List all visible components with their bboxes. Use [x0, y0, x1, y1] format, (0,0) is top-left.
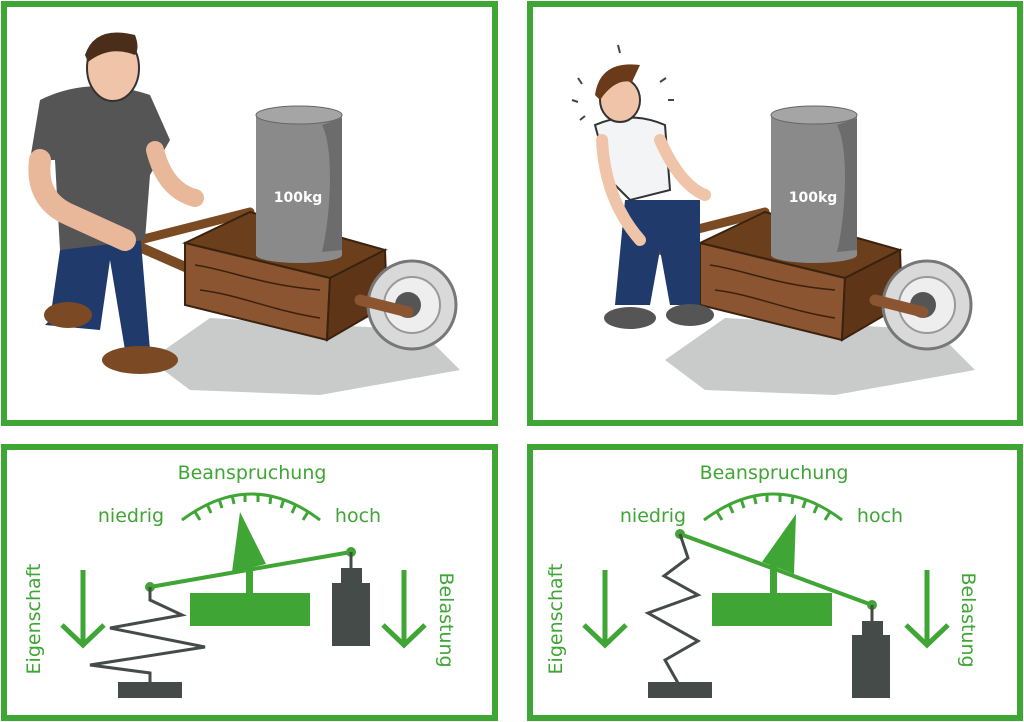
stress-diagram-high: Beanspruchung niedrig hoch Eigenschaft B… [545, 462, 979, 698]
spring [89, 587, 206, 683]
load-weight [332, 583, 370, 646]
arrow-down-right-icon [381, 570, 427, 649]
gauge-needle [762, 514, 796, 574]
arrow-down-left-icon [582, 570, 628, 649]
label-hoch: hoch [857, 505, 903, 527]
label-eigenschaft: Eigenschaft [23, 564, 45, 675]
label-hoch: hoch [335, 505, 381, 527]
weight-label-right: 100kg [789, 190, 838, 206]
label-eigenschaft: Eigenschaft [545, 564, 567, 675]
label-niedrig: niedrig [98, 505, 164, 527]
label-niedrig: niedrig [620, 505, 686, 527]
spring-base [118, 682, 182, 698]
arrow-down-left-icon [60, 570, 106, 649]
load-weight [852, 635, 890, 698]
gauge-scale [703, 492, 843, 522]
strong-man-figure [28, 32, 204, 374]
lever [149, 550, 352, 589]
pivot-block [712, 593, 832, 626]
spring [644, 533, 702, 684]
gauge-needle [232, 512, 266, 572]
strained-man-figure [571, 44, 714, 329]
arrow-down-right-icon [904, 570, 950, 649]
lever [679, 532, 873, 607]
title-beanspruchung: Beanspruchung [700, 462, 849, 484]
pivot-block [190, 593, 310, 626]
title-beanspruchung: Beanspruchung [178, 462, 327, 484]
spring-base [648, 682, 712, 698]
label-belastung: Belastung [957, 572, 979, 667]
gauge-scale [181, 492, 321, 522]
weight-label-left: 100kg [274, 190, 323, 206]
label-belastung: Belastung [435, 572, 457, 667]
stress-diagram-low: Beanspruchung niedrig hoch Eigenschaft B… [23, 462, 457, 698]
